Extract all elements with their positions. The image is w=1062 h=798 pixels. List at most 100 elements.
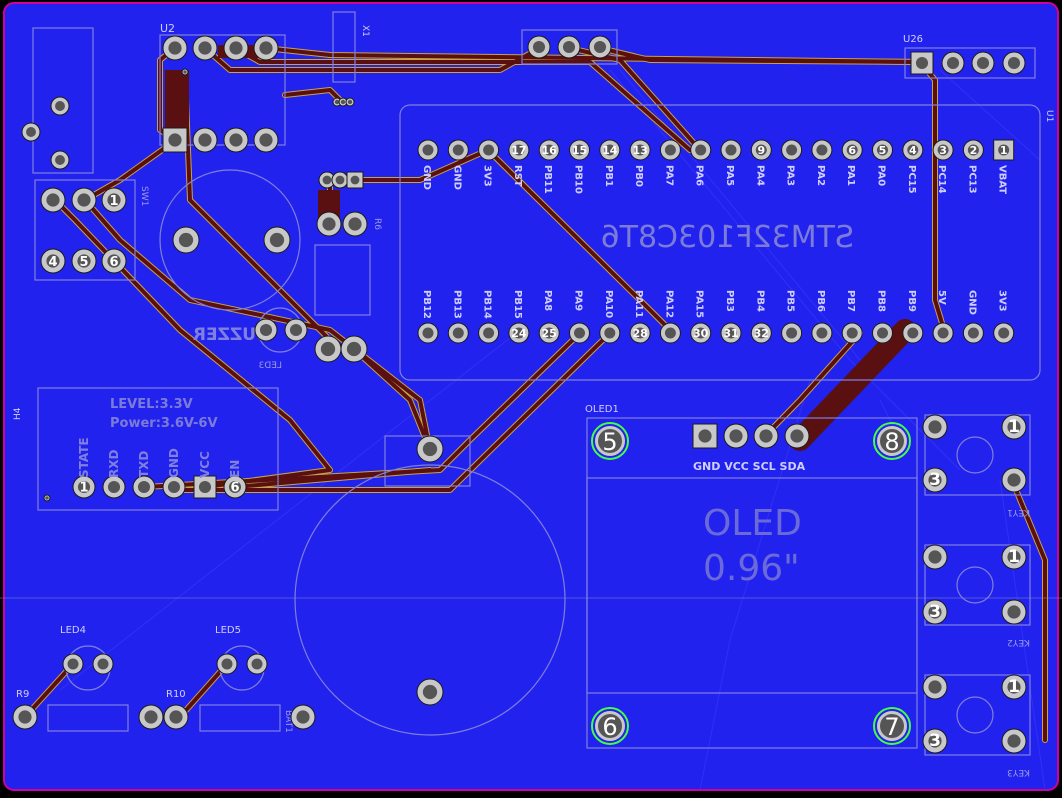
- u26-pad: [971, 51, 995, 75]
- stm32-bottom-pad: [902, 322, 924, 344]
- mount-number: 5: [602, 428, 617, 456]
- oled-mount-hole: 7: [873, 707, 911, 745]
- bat-pad: [416, 435, 444, 463]
- stm32-bottom-signal: PB12: [421, 290, 432, 319]
- u2-pad: [162, 35, 188, 61]
- bt-pin-label: TXD: [137, 451, 151, 478]
- stm32-top-signal: PB11: [542, 165, 553, 194]
- stm32-top-pad: 15: [569, 139, 590, 161]
- label-r9: R9: [16, 689, 29, 700]
- label-buzzer: BUZZER: [193, 325, 269, 345]
- stm32-top-signal: GND: [421, 165, 432, 190]
- bt-pin-label: RXD: [107, 450, 121, 478]
- stm32-top-pad: 16: [538, 139, 560, 161]
- led3-pad: [254, 318, 278, 342]
- sw1-pad: 5: [71, 248, 97, 274]
- pad-number: 3: [929, 731, 941, 751]
- label-x1: X1: [360, 25, 370, 37]
- stm32-bottom-signal: 5V: [936, 290, 947, 305]
- stm32-top-pad: 6: [841, 139, 863, 161]
- stm32-top-pad: [781, 139, 803, 161]
- stm32-bottom-pad: [811, 322, 833, 344]
- bt-pad: [132, 475, 156, 499]
- stm32-bottom-pad: [478, 322, 500, 344]
- label-led5: LED5: [215, 625, 241, 636]
- stm32-bottom-pad: [569, 322, 590, 344]
- bat-pad: [416, 678, 444, 706]
- stm32-bottom-pad: [781, 322, 803, 344]
- stm32-bottom-signal: PA12: [663, 290, 674, 318]
- label-key2: KEY2: [1007, 637, 1030, 647]
- bt-pad: 6: [223, 475, 247, 499]
- stm32-top-pad: [447, 139, 469, 161]
- pad-number: 17: [511, 144, 526, 157]
- stm32-bottom-pad: 24: [508, 322, 530, 344]
- stm32-top-pad: 5: [872, 139, 893, 161]
- traces: [22, 45, 1048, 743]
- pad-number: 14: [602, 144, 618, 157]
- buzzer-pad: [172, 226, 200, 254]
- stm32-top-signal: PA0: [876, 165, 887, 186]
- stm32-top-signal: RST: [512, 165, 523, 187]
- stm32-bottom-pad: [599, 322, 621, 344]
- pad-number: 5: [879, 144, 887, 157]
- pad-number: 15: [572, 144, 587, 157]
- stm32-bottom-signal: PA8: [542, 290, 553, 311]
- stm32-top-signal: 3V3: [482, 165, 493, 187]
- stm32-bottom-signal: PB6: [815, 290, 826, 312]
- stm32-top-signal: PC13: [966, 165, 977, 194]
- label-level: LEVEL:3.3V: [110, 397, 193, 412]
- pad-number: 6: [109, 255, 118, 270]
- u2-pad: [162, 127, 188, 153]
- bt-pin-label: STATE: [77, 437, 91, 478]
- label-oled-pins: GND VCC SCL SDA: [693, 460, 806, 473]
- oled-pin-pad: [692, 423, 718, 449]
- bt-pin-label: VCC: [198, 451, 212, 478]
- stm32-top-signal: PA3: [785, 165, 796, 186]
- pad-number: 4: [909, 144, 917, 157]
- label-oled-size: 0.96": [703, 548, 800, 589]
- bt-pad: [162, 475, 186, 499]
- label-oled-text: OLED: [703, 503, 802, 544]
- key2-pad: [1001, 599, 1027, 625]
- stm32-bottom-signal: PB3: [724, 290, 735, 312]
- pad-number: 3: [939, 144, 947, 157]
- stm32-top-signal: GND: [451, 165, 462, 190]
- label-power: Power:3.6V-6V: [110, 416, 218, 431]
- stm32-top-pad: [478, 139, 500, 161]
- stm32-top-pad: 4: [902, 139, 924, 161]
- u2-pad: [223, 127, 249, 153]
- stm32-top-signal: PA4: [754, 165, 765, 186]
- stm32-bottom-pad: [447, 322, 469, 344]
- buzzer-pad: [263, 226, 291, 254]
- sw1-slot-pad: [50, 150, 70, 170]
- pad-number: 5: [79, 255, 88, 270]
- key2-pad: [922, 544, 948, 570]
- stm32-bottom-pad: [993, 322, 1015, 344]
- bt-pad: 1: [72, 475, 96, 499]
- stm32-bottom-signal: PB13: [451, 290, 462, 319]
- stm32-top-pad: [659, 139, 681, 161]
- led3-pad: [284, 318, 308, 342]
- pad-number: 13: [632, 144, 647, 157]
- key3-pad: [1001, 728, 1027, 754]
- oled-mount-hole: 6: [591, 707, 629, 745]
- key1-pad: [922, 414, 948, 440]
- pad-number: 28: [632, 327, 647, 340]
- stm32-top-signal: PB10: [573, 165, 584, 194]
- stm32-bottom-pad: 30: [690, 322, 712, 344]
- pad-number: 16: [542, 144, 558, 157]
- stm32-bottom-signal: PB9: [906, 290, 917, 312]
- stm32-bottom-signal: PB14: [482, 290, 493, 319]
- q-pad: [331, 171, 349, 189]
- silk-text: U2 X1 U26 U1 SW1 R6 BUZZER LED3 H4 OLED1…: [13, 22, 1054, 777]
- r6-pad: [342, 211, 368, 237]
- label-h4: H4: [13, 407, 23, 420]
- pad-number: 1: [1008, 417, 1020, 437]
- stm32-top-signal: PA7: [663, 165, 674, 186]
- label-key1: KEY1: [1007, 507, 1030, 517]
- u26-pad: [941, 51, 965, 75]
- stm32-top-pad: 17: [508, 139, 530, 161]
- led4-pad: [92, 653, 114, 675]
